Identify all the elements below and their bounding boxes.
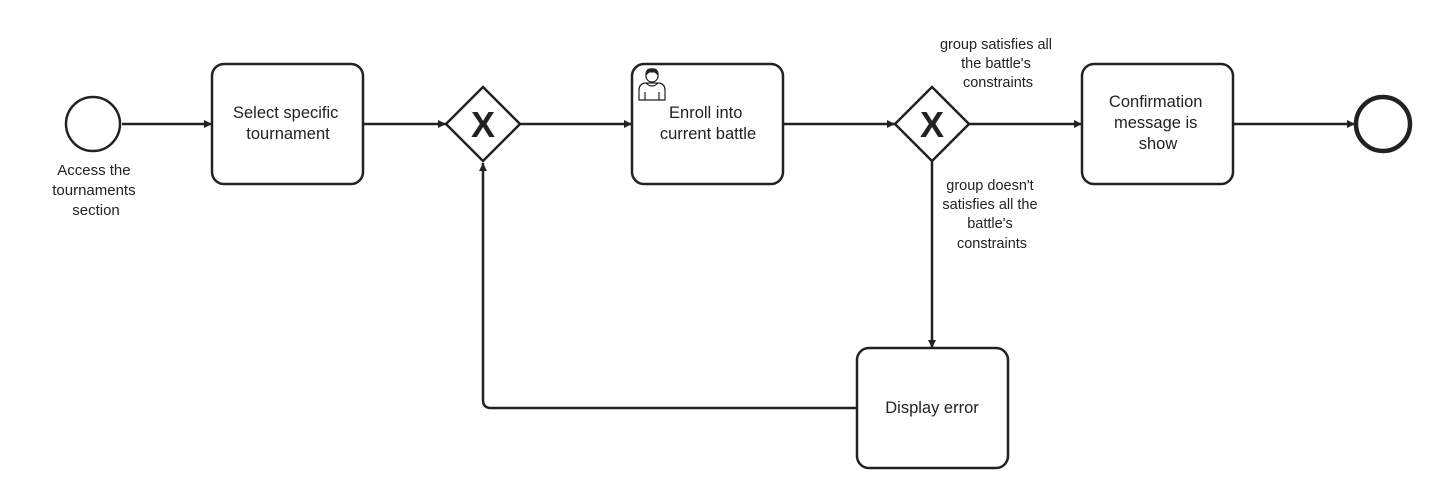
start-event[interactable] — [64, 95, 122, 153]
flow-label-satisfies: group satisfies all the battle's constra… — [940, 37, 1056, 91]
task-select-tournament[interactable]: Select specific tournament — [210, 62, 365, 186]
task-confirmation-label: Confirmation message is show — [1109, 93, 1207, 153]
decision-gateway-x-icon: X — [920, 104, 944, 145]
task-select-tournament-label: Select specific tournament — [233, 104, 343, 143]
decision-gateway[interactable]: X — [893, 85, 971, 163]
task-enroll-battle[interactable]: Enroll into current battle — [630, 62, 785, 186]
merge-gateway-x-icon: X — [471, 104, 495, 145]
start-event-label: Access the tournaments section — [52, 162, 140, 219]
flow-error-to-merge[interactable] — [479, 163, 857, 410]
task-display-error-label: Display error — [885, 399, 979, 417]
task-display-error[interactable]: Display error — [855, 346, 1010, 470]
sequence-flows — [122, 120, 1355, 410]
merge-gateway[interactable]: X — [444, 85, 522, 163]
task-enroll-battle-label: Enroll into current battle — [660, 104, 756, 143]
task-confirmation[interactable]: Confirmation message is show — [1080, 62, 1235, 186]
end-event[interactable] — [1353, 94, 1413, 154]
flow-label-not-satisfies: group doesn't satisfies all the battle's… — [942, 178, 1041, 252]
user-icon — [638, 68, 666, 101]
